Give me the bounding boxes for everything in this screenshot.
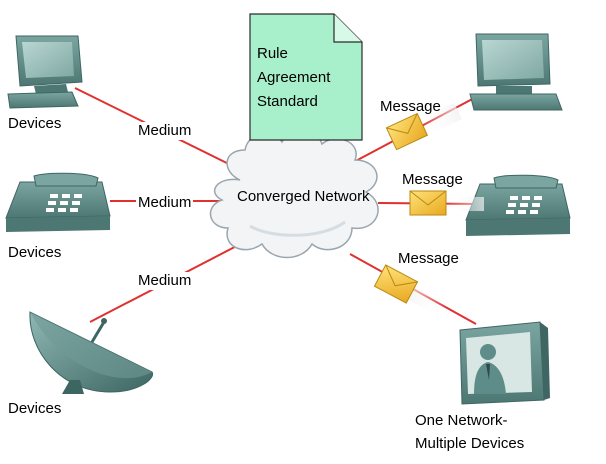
medium-label-middle: Medium [136, 194, 194, 212]
message-label-bottom: Message [398, 250, 459, 267]
document-text: Rule Agreement Standard [257, 42, 330, 114]
television-icon [459, 321, 550, 405]
device-label-phone: Devices [8, 244, 62, 261]
tv-label-line-1: One Network- [415, 412, 508, 429]
document-icon [249, 13, 363, 141]
medium-label-bottom: Medium [136, 272, 194, 290]
message-label-top: Message [380, 98, 441, 115]
satellite-dish-icon [29, 311, 154, 394]
computer-icon [7, 35, 83, 109]
device-label-computer: Devices [8, 115, 62, 132]
document-line-rule: Rule [257, 45, 288, 62]
medium-label-top: Medium [136, 122, 194, 140]
message-label-middle: Message [402, 171, 463, 188]
document-line-standard: Standard [257, 93, 318, 110]
tv-label-line-2: Multiple Devices [415, 435, 525, 452]
document-line-agreement: Agreement [257, 69, 331, 86]
device-label-dish: Devices [8, 400, 62, 417]
envelope-icon [385, 102, 462, 151]
envelope-icon [409, 190, 484, 216]
cloud-label: Converged Network [237, 188, 370, 205]
telephone-icon [465, 174, 571, 236]
telephone-icon [5, 172, 111, 232]
envelope-icon [373, 264, 449, 318]
computer-icon [469, 33, 563, 111]
